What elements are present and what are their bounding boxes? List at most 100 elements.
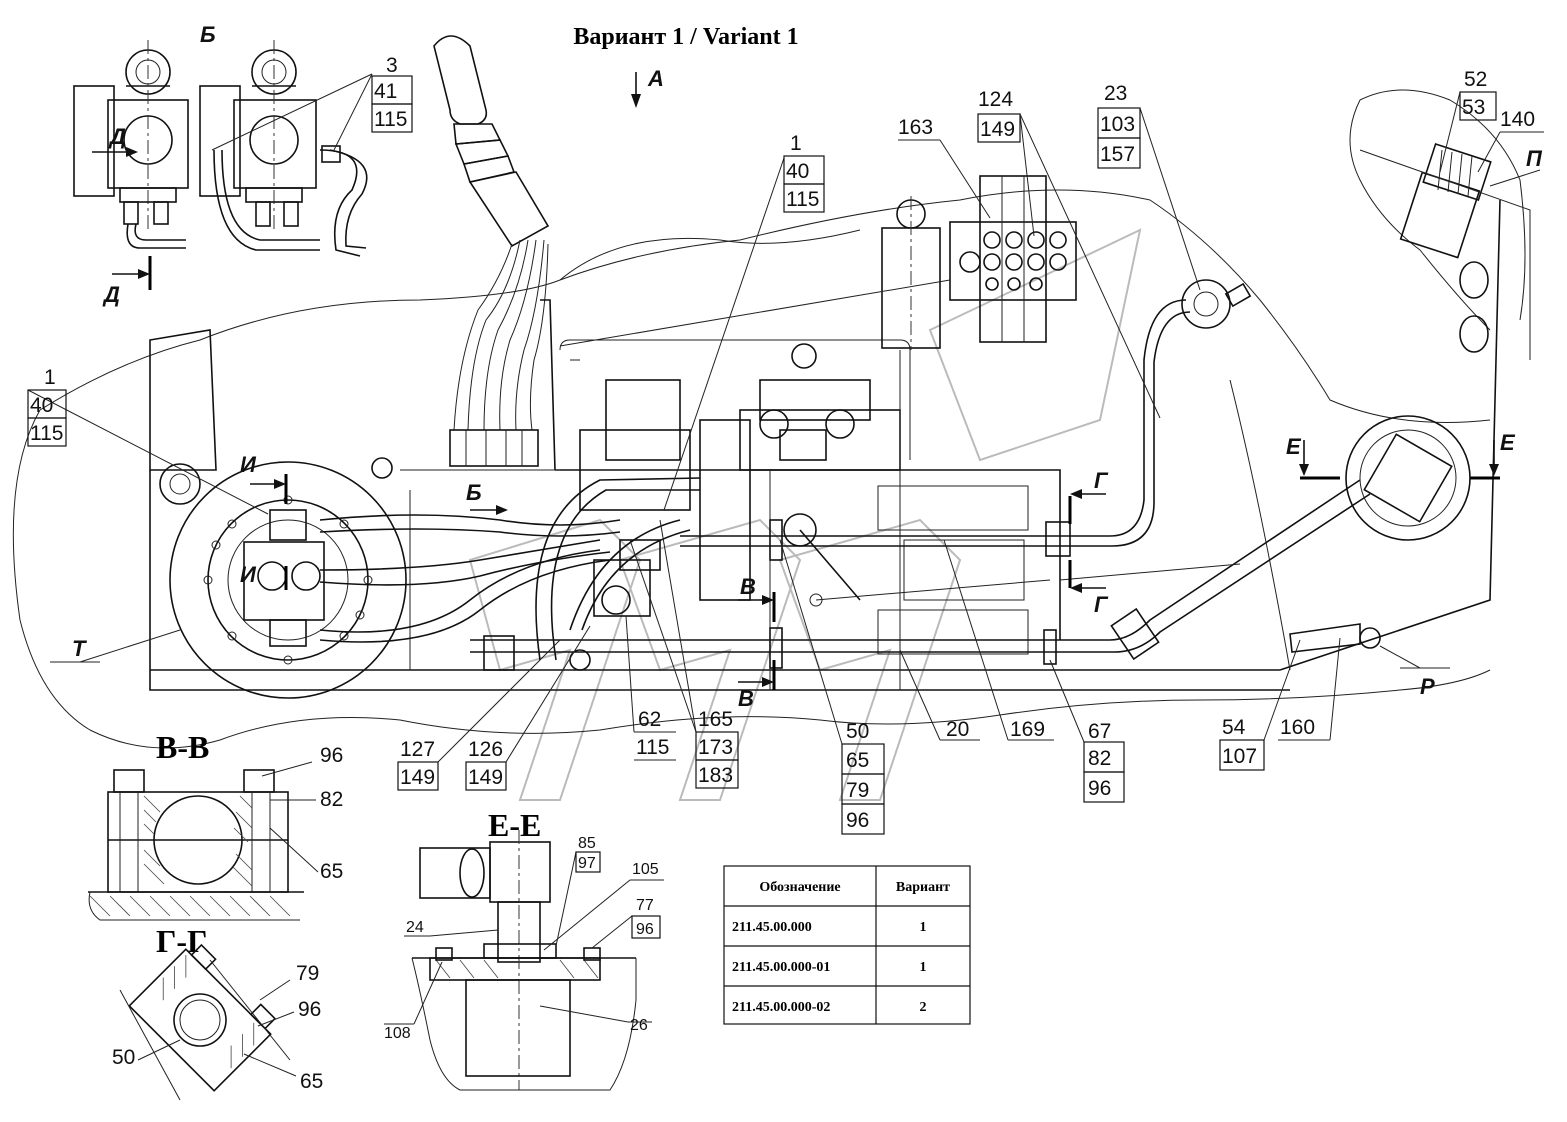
svg-text:160: 160 [1280, 716, 1315, 739]
svg-text:105: 105 [632, 861, 659, 878]
svg-text:107: 107 [1222, 745, 1257, 768]
svg-text:126: 126 [468, 738, 503, 761]
section-mark-g: Г Г [1068, 468, 1109, 617]
svg-text:169: 169 [1010, 718, 1045, 741]
svg-text:173: 173 [698, 736, 733, 759]
svg-text:Е: Е [1286, 434, 1302, 459]
svg-text:23: 23 [1104, 82, 1127, 105]
section-ee: Е-Е 24 85 97 105 77 96 108 26 [384, 807, 664, 1091]
svg-text:124: 124 [978, 88, 1013, 111]
svg-text:96: 96 [320, 744, 343, 767]
callout-23-103-157: 23 103 157 [1097, 82, 1201, 291]
watermark-logo [468, 228, 1142, 801]
svg-text:96: 96 [1088, 777, 1111, 800]
svg-text:77: 77 [636, 897, 654, 914]
svg-text:Д: Д [108, 124, 126, 149]
svg-text:Д: Д [102, 282, 120, 307]
callout-124-149: 124 149 [977, 88, 1161, 419]
svg-text:97: 97 [578, 855, 596, 872]
svg-text:82: 82 [320, 788, 343, 811]
section-gg: Г-Г 79 96 50 65 [112, 923, 323, 1101]
svg-text:52: 52 [1464, 68, 1487, 91]
joystick [433, 35, 550, 467]
svg-text:Б: Б [466, 480, 482, 505]
svg-text:115: 115 [30, 422, 63, 445]
view-b-detail: Б Д Д [73, 22, 413, 307]
svg-text:103: 103 [1100, 113, 1135, 136]
callout-67-82-96: 67 82 96 [1049, 659, 1125, 803]
callout-140: 140 [1477, 108, 1544, 173]
clamp-r-detail: Р [1289, 623, 1450, 699]
svg-text:65: 65 [320, 860, 343, 883]
callout-62-115: 62 115 [625, 615, 676, 761]
svg-text:79: 79 [296, 962, 319, 985]
svg-text:54: 54 [1222, 716, 1246, 739]
svg-text:79: 79 [846, 779, 869, 802]
filter-housing [1181, 279, 1252, 329]
svg-text:40: 40 [786, 160, 809, 183]
table-header-designation: Обозначение [759, 880, 840, 895]
control-valve-block [559, 175, 1077, 350]
callout-163: 163 [898, 116, 991, 219]
svg-text:Т: Т [72, 636, 87, 661]
view-b-label: Б [200, 22, 216, 47]
callout-20: 20 [899, 649, 980, 741]
svg-text:115: 115 [374, 108, 407, 131]
callout-52-53: 52 53 [1439, 68, 1497, 173]
svg-text:85: 85 [578, 835, 596, 852]
drawing-title: Вариант 1 / Variant 1 [573, 24, 798, 50]
view-mark-b: Б [466, 480, 508, 515]
svg-text:П: П [1526, 146, 1543, 171]
svg-text:В: В [740, 574, 756, 599]
svg-text:96: 96 [298, 998, 321, 1021]
svg-text:Г: Г [1094, 468, 1109, 493]
svg-text:50: 50 [112, 1046, 135, 1069]
svg-text:149: 149 [980, 118, 1015, 141]
svg-text:26: 26 [630, 1017, 648, 1034]
table-cell: 1 [920, 920, 927, 935]
main-frame [12, 89, 1526, 749]
svg-text:157: 157 [1100, 143, 1135, 166]
svg-text:96: 96 [846, 809, 869, 832]
callout-169: 169 [943, 539, 1054, 741]
table-cell: 211.45.00.000-01 [732, 960, 830, 975]
table-cell: 2 [920, 1000, 927, 1015]
table-cell: 211.45.00.000-02 [732, 1000, 830, 1015]
svg-text:183: 183 [698, 764, 733, 787]
svg-text:50: 50 [846, 720, 869, 743]
svg-text:108: 108 [384, 1025, 411, 1042]
suction-flange: Е Е [1286, 415, 1516, 541]
svg-text:И: И [240, 452, 257, 477]
callout-3-41-115: 3 41 115 [371, 54, 413, 133]
svg-text:1: 1 [790, 132, 802, 155]
pipe-lines [470, 299, 1371, 669]
hose-bundle [319, 477, 701, 671]
table-cell: 211.45.00.000 [732, 920, 812, 935]
section-vv: В-В 96 82 65 [88, 729, 343, 921]
svg-text:82: 82 [1088, 747, 1111, 770]
callout-126-149: 126 149 [465, 625, 591, 791]
section-mark-v: В В [738, 574, 776, 711]
callout-54-107: 54 107 [1219, 639, 1301, 771]
svg-text:1: 1 [44, 366, 56, 389]
svg-text:53: 53 [1462, 96, 1485, 119]
svg-text:A: A [647, 66, 664, 91]
svg-text:И: И [240, 562, 257, 587]
view-a-arrow: A [631, 66, 664, 108]
section-ee-title: Е-Е [488, 807, 541, 843]
svg-text:В: В [738, 686, 754, 711]
callout-1-40-115-left: 1 40 115 [27, 366, 269, 515]
svg-text:67: 67 [1088, 720, 1111, 743]
svg-text:140: 140 [1500, 108, 1535, 131]
svg-text:Е: Е [1500, 430, 1516, 455]
svg-text:65: 65 [846, 749, 869, 772]
svg-text:24: 24 [406, 919, 424, 936]
callout-50-65-79-96: 50 65 79 96 [779, 539, 885, 835]
svg-text:149: 149 [400, 766, 435, 789]
svg-text:165: 165 [698, 708, 733, 731]
svg-text:41: 41 [374, 80, 397, 103]
callout-165-173-183: 165 173 183 [629, 519, 739, 789]
svg-text:65: 65 [300, 1070, 323, 1093]
svg-text:Г: Г [1094, 592, 1109, 617]
